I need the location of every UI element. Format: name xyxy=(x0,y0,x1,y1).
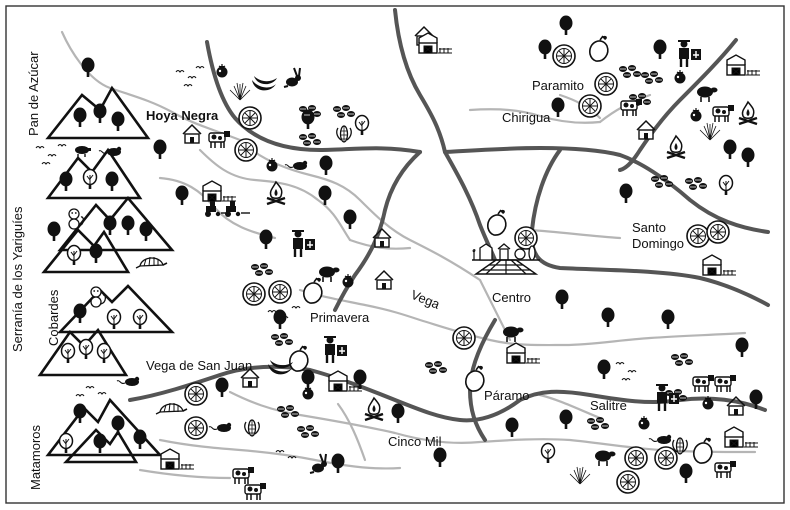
label-cobardes: Cobardes xyxy=(46,289,61,346)
orange-slice-icon xyxy=(514,226,538,250)
orange-slice-icon xyxy=(452,326,476,350)
mountain-icon xyxy=(56,284,176,334)
orange-slice-icon xyxy=(234,138,258,162)
label-serrania: Serranía de los Yariguíes xyxy=(10,206,25,352)
orange-slice-icon xyxy=(686,224,710,248)
label-primavera: Primavera xyxy=(310,310,370,325)
mountain-icon xyxy=(45,147,143,200)
mountain-icon xyxy=(57,195,175,252)
label-centro: Centro xyxy=(492,290,531,305)
mountain-icon xyxy=(45,85,151,140)
map-frame xyxy=(5,5,785,504)
orange-slice-icon xyxy=(184,416,208,440)
orange-slice-icon xyxy=(616,470,640,494)
label-paramo: Páramo xyxy=(484,388,530,403)
label-domingo: Domingo xyxy=(632,236,684,251)
roads xyxy=(128,8,770,442)
label-vega-de-san-juan: Vega de San Juan xyxy=(146,358,252,373)
orange-slice-icon xyxy=(242,282,266,306)
orange-slice-icon xyxy=(184,382,208,406)
orange-slice-icon xyxy=(654,446,678,470)
label-matamoros: Matamoros xyxy=(28,424,43,490)
orange-slice-icon xyxy=(624,446,648,470)
orange-slice-icon xyxy=(706,220,730,244)
orange-slice-icon xyxy=(268,280,292,304)
orange-slice-icon xyxy=(578,94,602,118)
label-santo: Santo xyxy=(632,220,666,235)
mountain-icon xyxy=(41,228,131,274)
label-chirigua: Chirigua xyxy=(502,110,551,125)
label-cinco-mil: Cinco Mil xyxy=(388,434,442,449)
mountain-icon xyxy=(37,327,129,377)
label-pan-de-azucar: Pan de Azúcar xyxy=(26,51,41,136)
label-paramito: Paramito xyxy=(532,78,584,93)
label-hoya-negra: Hoya Negra xyxy=(146,108,219,123)
orange-slice-icon xyxy=(238,106,262,130)
mountain-icon xyxy=(62,428,139,464)
label-salitre: Salitre xyxy=(590,398,627,413)
orange-slice-icon xyxy=(552,44,576,68)
orange-slice-icon xyxy=(594,72,618,96)
